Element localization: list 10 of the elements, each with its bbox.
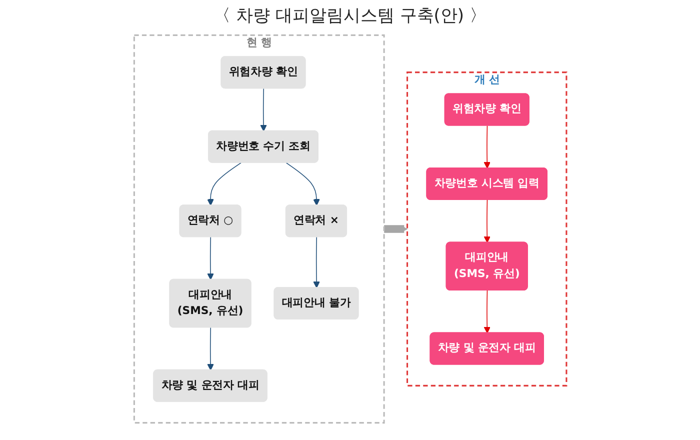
- arrow: [312, 236, 320, 288]
- arrow: [483, 290, 490, 334]
- arrow: [286, 162, 320, 206]
- arrow: [206, 236, 214, 280]
- arrow: [483, 125, 490, 169]
- arrow: [260, 88, 267, 132]
- arrow: [206, 327, 214, 370]
- arrow: [483, 200, 490, 243]
- diagram-title: 〈 차량 대피알림시스템 구축(안) 〉: [214, 5, 486, 27]
- arrow: [206, 162, 242, 206]
